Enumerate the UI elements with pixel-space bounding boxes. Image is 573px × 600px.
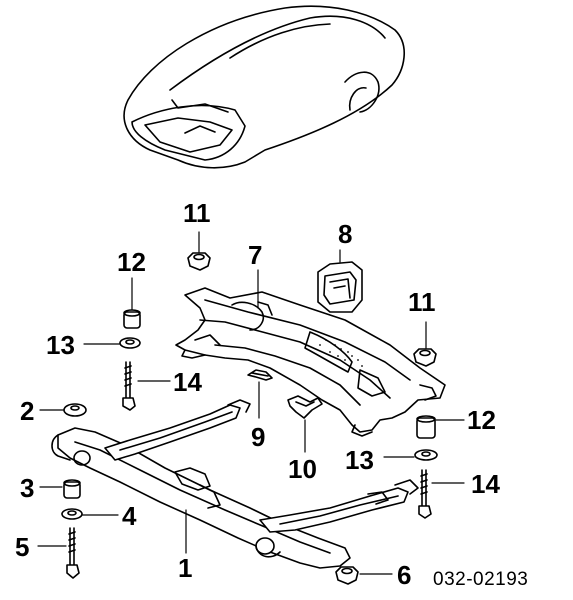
mount-nut-11a [188,253,210,270]
bushing-12b [417,416,435,438]
bolt-5 [67,528,79,578]
callout-12-right: 12 [467,405,496,435]
callout-14-left: 14 [173,367,202,397]
rear-subframe [176,288,445,436]
bolt-14b [419,470,431,518]
mount-nut-6 [336,567,358,584]
reference-code: 032-02193 [433,569,529,590]
bushing-3 [64,480,80,498]
cushion-2 [64,404,86,416]
stopper-8 [318,262,362,312]
callout-7: 7 [248,240,263,270]
callout-8: 8 [338,219,353,249]
washer-13a [120,338,140,348]
callout-6: 6 [397,560,412,590]
leader-lines [38,232,464,574]
bolt-14a [123,362,135,410]
callout-3: 3 [20,473,35,503]
bushing-12a [124,310,140,328]
callout-11-upper: 11 [183,198,211,228]
washer-4 [62,509,82,519]
callout-13-right: 13 [345,445,374,475]
mount-nut-11b [414,349,436,366]
bracket-10 [288,396,322,418]
callout-14-right: 14 [471,469,500,499]
callout-11-right: 11 [408,287,436,317]
callout-5: 5 [15,532,30,562]
washer-13b [415,450,437,460]
callout-9: 9 [251,422,266,452]
callout-13-left: 13 [46,330,75,360]
callout-10: 10 [288,454,317,484]
car-outline [124,6,404,168]
callout-12-left: 12 [117,247,146,277]
callout-2: 2 [20,396,35,426]
callout-1: 1 [178,553,193,583]
front-subframe [52,400,418,568]
clip-9 [248,370,272,380]
callout-4: 4 [122,501,137,531]
